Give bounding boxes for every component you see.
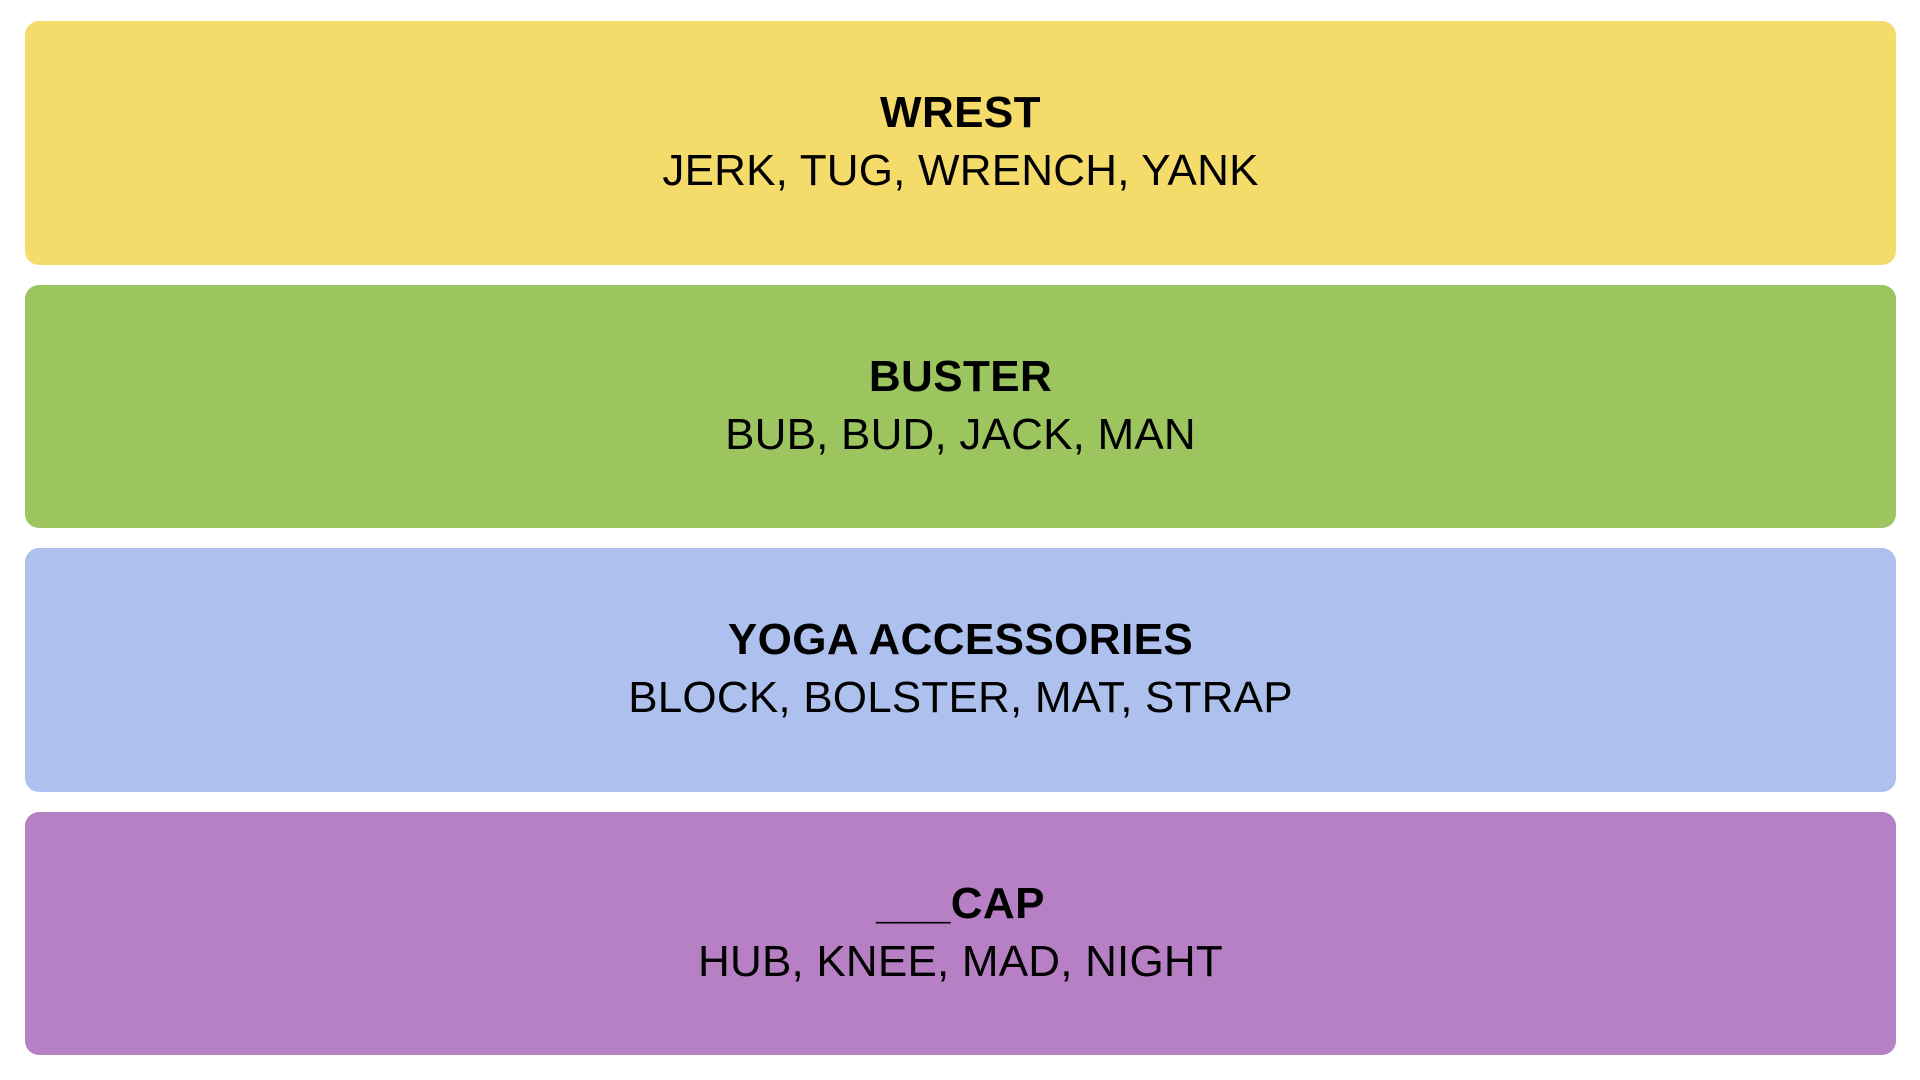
group-members: BUB, BUD, JACK, MAN [725,409,1196,459]
group-card-yellow[interactable]: WREST JERK, TUG, WRENCH, YANK [25,21,1896,265]
group-title: YOGA ACCESSORIES [727,615,1194,665]
group-members: HUB, KNEE, MAD, NIGHT [698,936,1223,986]
group-card-blue[interactable]: YOGA ACCESSORIES BLOCK, BOLSTER, MAT, ST… [25,548,1896,792]
group-title: ___CAP [876,878,1045,928]
group-title: WREST [880,88,1041,138]
group-card-purple[interactable]: ___CAP HUB, KNEE, MAD, NIGHT [25,811,1896,1055]
group-members: BLOCK, BOLSTER, MAT, STRAP [628,673,1293,723]
group-members: JERK, TUG, WRENCH, YANK [662,146,1259,196]
group-title: BUSTER [868,351,1053,401]
group-card-green[interactable]: BUSTER BUB, BUD, JACK, MAN [25,284,1896,528]
